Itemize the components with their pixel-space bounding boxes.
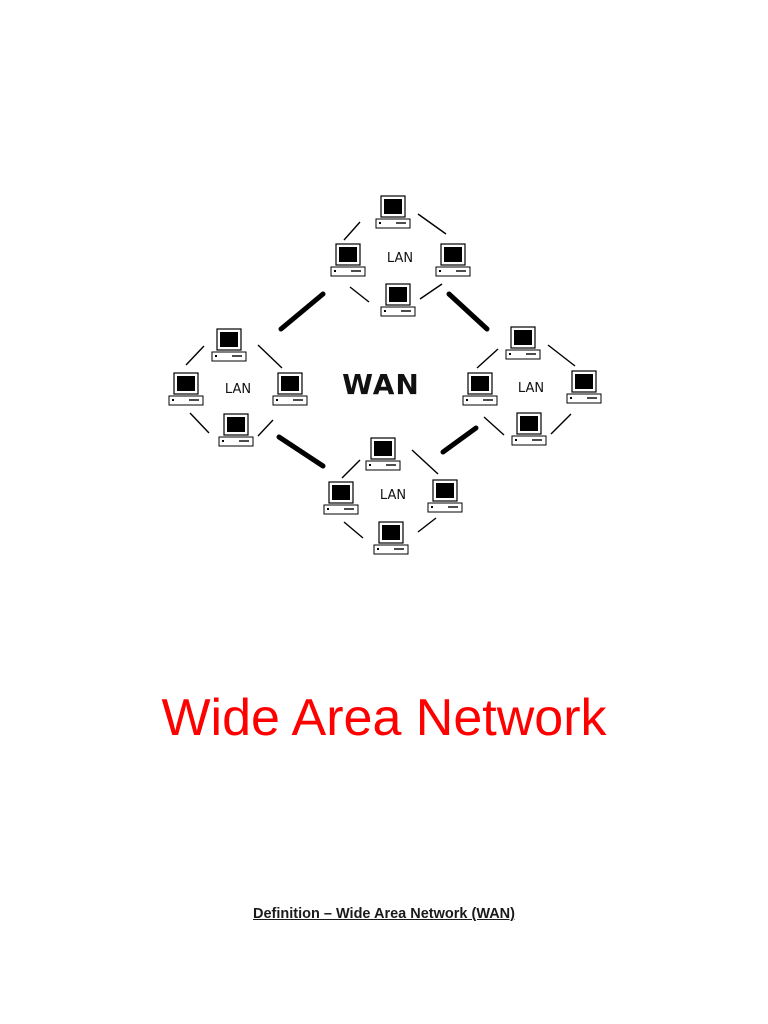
wan-link-top-left xyxy=(278,291,326,332)
definition-heading: Definition – Wide Area Network (WAN) xyxy=(253,906,515,922)
document-title: Wide Area Network xyxy=(161,689,607,747)
computer-icon xyxy=(566,370,602,404)
lan-label-top: LAN xyxy=(387,251,413,266)
computer-icon xyxy=(375,195,411,229)
lan-cluster-left: LAN xyxy=(168,328,308,447)
computer-icon xyxy=(505,326,541,360)
lan-cluster-bottom: LAN xyxy=(323,437,463,555)
computer-icon xyxy=(373,521,409,555)
lan-label-left: LAN xyxy=(225,382,251,397)
lan-label-right: LAN xyxy=(518,381,544,396)
wan-link-top-right xyxy=(446,291,490,332)
lan-cluster-right: LAN xyxy=(462,326,602,446)
computer-icon xyxy=(427,479,463,513)
computer-icon xyxy=(211,328,247,362)
wan-network-diagram: LAN LAN LAN LAN xyxy=(168,195,602,555)
computer-icon xyxy=(365,437,401,471)
wan-links xyxy=(276,291,490,469)
computer-icon xyxy=(323,481,359,515)
computer-icon xyxy=(380,283,416,317)
wan-label: WAN xyxy=(342,368,420,401)
computer-icon xyxy=(511,412,547,446)
lan-cluster-top: LAN xyxy=(330,195,471,317)
wan-link-bottom-right xyxy=(440,425,479,455)
computer-icon xyxy=(218,413,254,447)
computer-icon xyxy=(168,372,204,406)
computer-icon xyxy=(272,372,308,406)
computer-icon xyxy=(435,243,471,277)
wan-link-bottom-left xyxy=(276,434,326,469)
computer-icon xyxy=(462,372,498,406)
lan-label-bottom: LAN xyxy=(380,488,406,503)
computer-icon xyxy=(330,243,366,277)
